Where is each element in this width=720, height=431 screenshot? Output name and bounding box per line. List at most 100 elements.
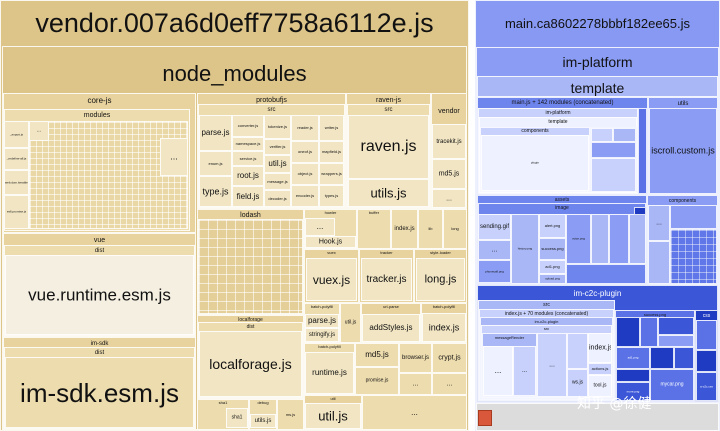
css-cell[interactable] — [696, 320, 717, 350]
parse-js-small-file[interactable]: parse.js — [305, 314, 339, 328]
misc-cell[interactable]: ... — [399, 373, 432, 395]
proto-small-file[interactable]: converter.js — [232, 115, 264, 137]
components-cell[interactable] — [648, 241, 670, 284]
tracker-file[interactable]: tracker.js — [361, 258, 412, 301]
export-module[interactable]: _export.js — [4, 121, 29, 148]
mycar-png-file[interactable]: mycar.png — [650, 369, 694, 401]
alert-png-file[interactable]: alert.png — [539, 214, 566, 238]
proto-small-file[interactable]: oneof.js — [291, 141, 319, 163]
c2c-asset-cell[interactable] — [674, 347, 694, 369]
localforage-file[interactable]: localforage.js — [199, 331, 302, 397]
vue-runtime-file[interactable]: vue.runtime.esm.js — [5, 255, 194, 335]
util-file[interactable]: util.js — [305, 403, 361, 429]
raven-utils-file[interactable]: utils.js — [348, 179, 429, 207]
stringify-file[interactable]: stringify.js — [305, 328, 339, 342]
c2c-asset-cell[interactable] — [658, 317, 694, 335]
proto-small-file[interactable]: namespace.js — [232, 137, 264, 151]
vuex-file[interactable]: vuex.js — [306, 258, 357, 301]
proto-small-file[interactable]: decoder.js — [264, 190, 291, 207]
c2c-actions-file[interactable]: actions.js — [588, 363, 612, 375]
index-block[interactable]: index.js — [391, 209, 418, 249]
tracekit-file[interactable]: tracekit.js — [432, 124, 466, 159]
ms-block[interactable]: ms.js — [277, 399, 304, 430]
parse-js-file[interactable]: parse.js — [199, 115, 232, 151]
proto-small-file[interactable]: wrappers.js — [319, 163, 344, 185]
proto-small-file[interactable]: enum.js — [199, 151, 232, 176]
md5-vendor-file[interactable]: md5.js — [432, 159, 466, 189]
misc-block[interactable]: lib — [418, 209, 443, 249]
c2c-cell[interactable] — [567, 333, 588, 369]
c2c-asset-cell[interactable]: ad1.png — [616, 347, 650, 369]
browser-block[interactable]: browser.js — [399, 343, 432, 373]
util-js-file[interactable]: util.js — [264, 155, 291, 173]
promise-block[interactable]: promise.js — [355, 367, 399, 395]
md5-block[interactable]: md5.js — [355, 343, 399, 367]
redefine-all-module[interactable]: _redefine-all.js — [4, 148, 29, 170]
image-cell[interactable]: ... — [478, 240, 511, 260]
core-js-module-cell[interactable]: ... — [29, 121, 49, 141]
css-file[interactable]: a-c2c.css — [696, 372, 717, 401]
main-concat-side[interactable] — [638, 108, 647, 194]
message-render-cell[interactable]: ... — [513, 346, 536, 396]
c2c-tool-file[interactable]: tool.js — [588, 375, 612, 397]
proto-small-file[interactable]: tokenize.js — [264, 115, 291, 139]
howler-cell[interactable]: ... — [305, 218, 335, 236]
type-js-file[interactable]: type.js — [199, 176, 232, 207]
components-cell[interactable] — [670, 205, 717, 229]
template-small-cell[interactable] — [591, 142, 636, 158]
image-column[interactable]: history.png — [511, 214, 539, 284]
field-js-file[interactable]: field.js — [232, 186, 264, 207]
c2c-asset-cell[interactable] — [616, 317, 640, 347]
iscroll-file[interactable]: iscroll.custom.js — [649, 108, 717, 194]
components-cell[interactable]: ... — [648, 205, 670, 241]
c2c-cell[interactable]: ... — [537, 333, 567, 397]
proto-small-file[interactable]: encoder.js — [291, 185, 319, 207]
image-row[interactable] — [566, 264, 646, 284]
proto-small-file[interactable]: mapfield.js — [319, 141, 344, 163]
dom-iterable-module[interactable]: web.dom.iterable.js — [4, 170, 29, 195]
image-cell[interactable]: phonecall.png — [478, 260, 511, 283]
c2c-asset-cell[interactable]: more.png — [616, 382, 650, 401]
c2c-index-file[interactable]: index.js — [588, 333, 612, 363]
raven-vendor-cell[interactable]: ... — [432, 189, 466, 208]
proto-small-file[interactable]: reader.js — [291, 115, 319, 141]
c2c-ws-file[interactable]: ws.js — [567, 369, 588, 397]
index-js-mid-file[interactable]: index.js — [422, 313, 466, 342]
template-small-cell[interactable] — [591, 158, 636, 192]
ad1-png-file[interactable]: ad1.png — [539, 260, 566, 274]
success-png-file[interactable]: success.png — [539, 238, 566, 260]
components-file[interactable]: plugin — [481, 135, 589, 191]
template-small-cell[interactable] — [591, 128, 613, 142]
proto-small-file[interactable]: service.js — [232, 151, 264, 166]
image-column[interactable] — [609, 214, 629, 264]
image-column[interactable] — [629, 214, 646, 264]
promise-module[interactable]: es6.promise.js — [4, 195, 29, 229]
sha1-file[interactable]: sha1 — [226, 408, 248, 428]
proto-small-file[interactable]: types.js — [319, 185, 344, 207]
utils-small-file[interactable]: utils.js — [250, 414, 276, 428]
long-file[interactable]: long.js — [416, 258, 465, 301]
image-column[interactable]: voice.png — [566, 214, 591, 264]
message-render-cell[interactable]: ... — [483, 346, 513, 396]
c2c-asset-cell[interactable] — [616, 369, 650, 382]
buffer-block[interactable]: buffer — [357, 209, 391, 249]
crypt-block[interactable]: crypt.js — [432, 343, 467, 373]
raven-file[interactable]: raven.js — [348, 115, 429, 179]
runtime-file[interactable]: runtime.js — [305, 352, 354, 394]
c2c-asset-cell[interactable] — [650, 347, 674, 369]
proto-small-file[interactable]: writer.js — [319, 115, 344, 141]
misc-block[interactable]: long — [443, 209, 467, 249]
image-dark-cell[interactable] — [634, 207, 646, 215]
image-column[interactable] — [591, 214, 609, 264]
proto-small-file[interactable]: message.js — [264, 173, 291, 190]
proto-small-file[interactable]: verifier.js — [264, 139, 291, 155]
css-cell[interactable] — [696, 350, 717, 372]
template-block[interactable]: template — [477, 76, 718, 97]
util-js-mid-file[interactable]: util.js — [340, 303, 361, 343]
hook-js-file[interactable]: Hook.js — [305, 236, 356, 248]
proto-small-file[interactable]: object.js — [291, 163, 319, 185]
im-sdk-file[interactable]: im-sdk.esm.js — [5, 357, 194, 428]
template-small-cell[interactable] — [613, 128, 636, 142]
sending-gif-file[interactable]: sending.gif — [478, 214, 511, 240]
misc-small-block[interactable]: ... — [362, 395, 467, 430]
